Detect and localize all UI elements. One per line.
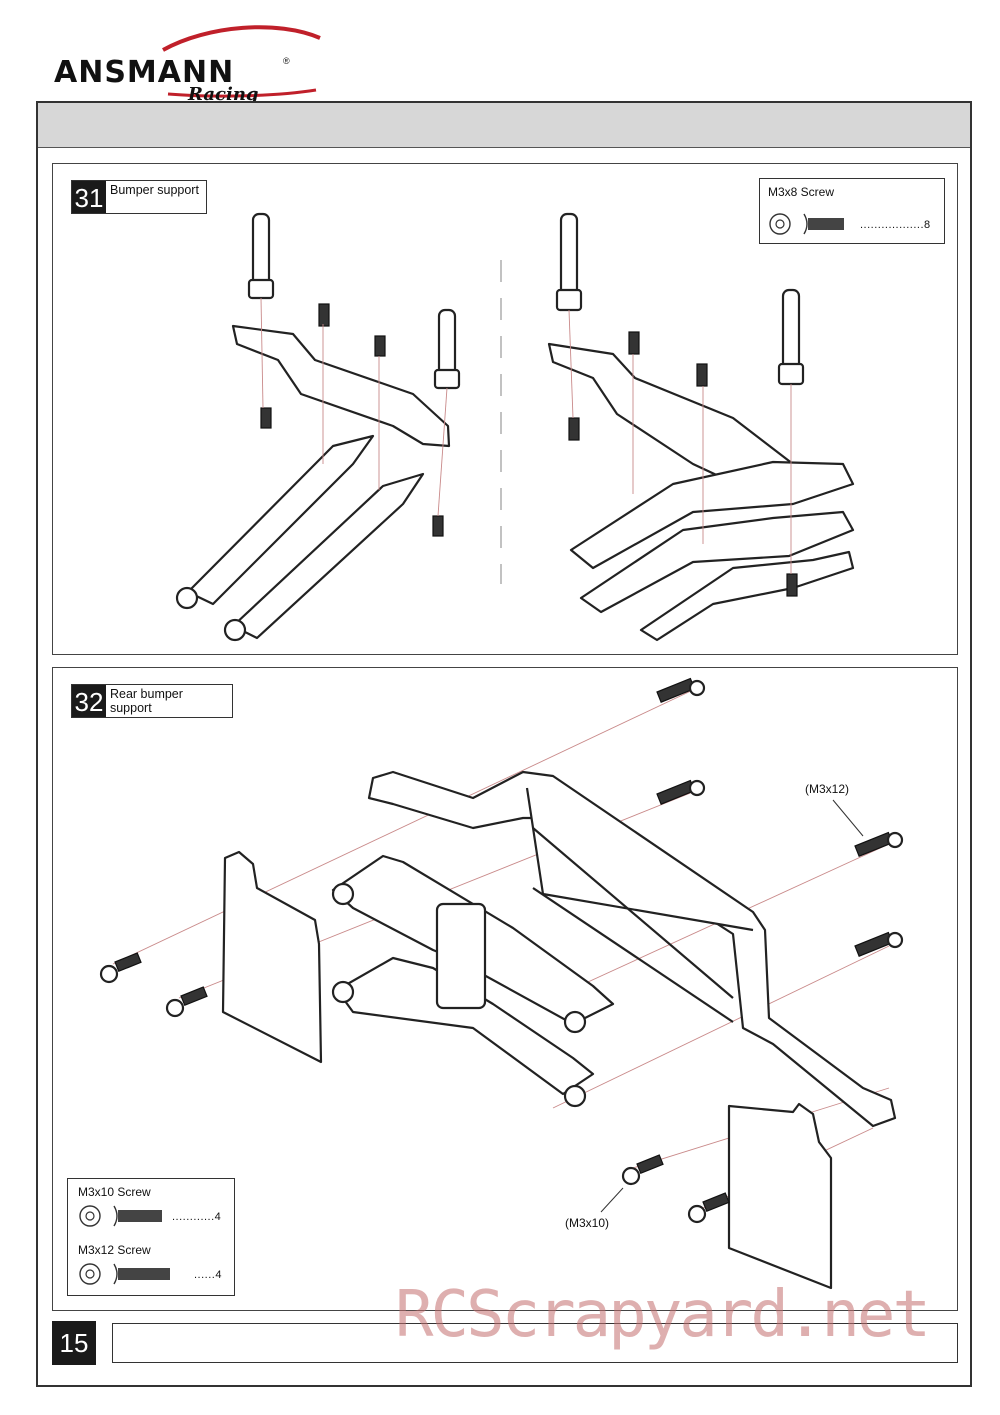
registered-mark: ®	[283, 56, 290, 66]
step-32-parts-legend: M3x10 Screw ............4 M3x12 Screw ..…	[67, 1178, 235, 1296]
step-32-label: 32 Rear bumper support	[71, 684, 233, 718]
step-31-title: Bumper support	[110, 183, 199, 197]
legend-part-qty: ......4	[194, 1269, 222, 1281]
screw-m3x12-icon	[656, 779, 706, 805]
ansmann-racing-logo: ANSMANN ® Racing	[48, 20, 328, 105]
step-32-assembly-diagram	[99, 677, 904, 1290]
footer-note-box	[112, 1323, 958, 1363]
section-header-bar	[38, 103, 970, 148]
rear-bumper-frame-icon	[367, 770, 897, 1128]
body-post-right-icon	[433, 308, 461, 390]
m3x8-screw-icon	[769, 213, 844, 235]
screw-m3x10-icon	[687, 1192, 730, 1224]
screw-icon	[374, 335, 386, 357]
screw-m3x10-icon	[165, 986, 208, 1018]
suspension-arms-assembled-icon	[569, 460, 855, 570]
legend-part-name: M3x12 Screw	[78, 1243, 151, 1257]
step-32-panel: 32 Rear bumper support (M3x12) (M3x10)	[52, 667, 958, 1311]
step-32-number: 32	[72, 685, 106, 717]
screw-icon	[318, 303, 330, 327]
legend-part-qty: ..................8	[860, 219, 931, 231]
step-31-parts-legend: M3x8 Screw ..................8	[759, 178, 945, 244]
callout-m3x12: (M3x12)	[805, 782, 850, 796]
screw-icon	[628, 331, 640, 355]
mud-flap-left-icon	[221, 850, 323, 1064]
body-post-left-icon	[247, 212, 275, 300]
watermark: RCScrapyard.net	[395, 1278, 931, 1352]
page-number: 15	[52, 1321, 96, 1365]
logo-swoosh-icon	[162, 25, 321, 98]
m3x12-screw-icon	[79, 1263, 170, 1285]
screw-icon	[696, 363, 708, 387]
brand-subtitle: Racing	[188, 84, 259, 105]
screw-m3x12-icon	[854, 931, 904, 957]
body-post-right-assembled-icon	[777, 288, 805, 386]
screw-icon	[786, 573, 798, 597]
screw-icon	[260, 407, 272, 429]
brand-name: ANSMANN	[54, 55, 235, 90]
m3x10-screw-icon	[79, 1205, 162, 1227]
legend-part-name: M3x10 Screw	[78, 1185, 151, 1199]
step-31-label: 31 Bumper support	[71, 180, 207, 214]
mud-flap-right-icon	[727, 1102, 833, 1290]
suspension-arm-rear-icon	[231, 472, 425, 640]
screw-m3x12-icon	[656, 677, 706, 703]
screw-m3x10-icon	[621, 1154, 664, 1186]
body-post-left-assembled-icon	[555, 212, 583, 312]
bumper-bar-left-icon	[231, 324, 451, 448]
screw-m3x10-icon	[99, 952, 142, 984]
legend-part-qty: ............4	[172, 1211, 222, 1223]
center-mount-block-icon	[435, 902, 487, 1010]
step-31-assembly-diagram	[175, 212, 855, 642]
screw-m3x12-icon	[854, 831, 904, 857]
callout-m3x10: (M3x10)	[565, 1216, 610, 1230]
step-32-title: Rear bumper support	[109, 687, 183, 715]
suspension-arm-front-icon	[186, 434, 375, 606]
step-31-panel: 31 Bumper support M3x8 Screw ...........…	[52, 163, 958, 655]
screw-icon	[432, 515, 444, 537]
step-31-number: 31	[72, 181, 106, 213]
legend-part-name: M3x8 Screw	[768, 185, 835, 199]
screw-icon	[568, 417, 580, 441]
page-frame: 31 Bumper support M3x8 Screw ...........…	[36, 101, 972, 1387]
